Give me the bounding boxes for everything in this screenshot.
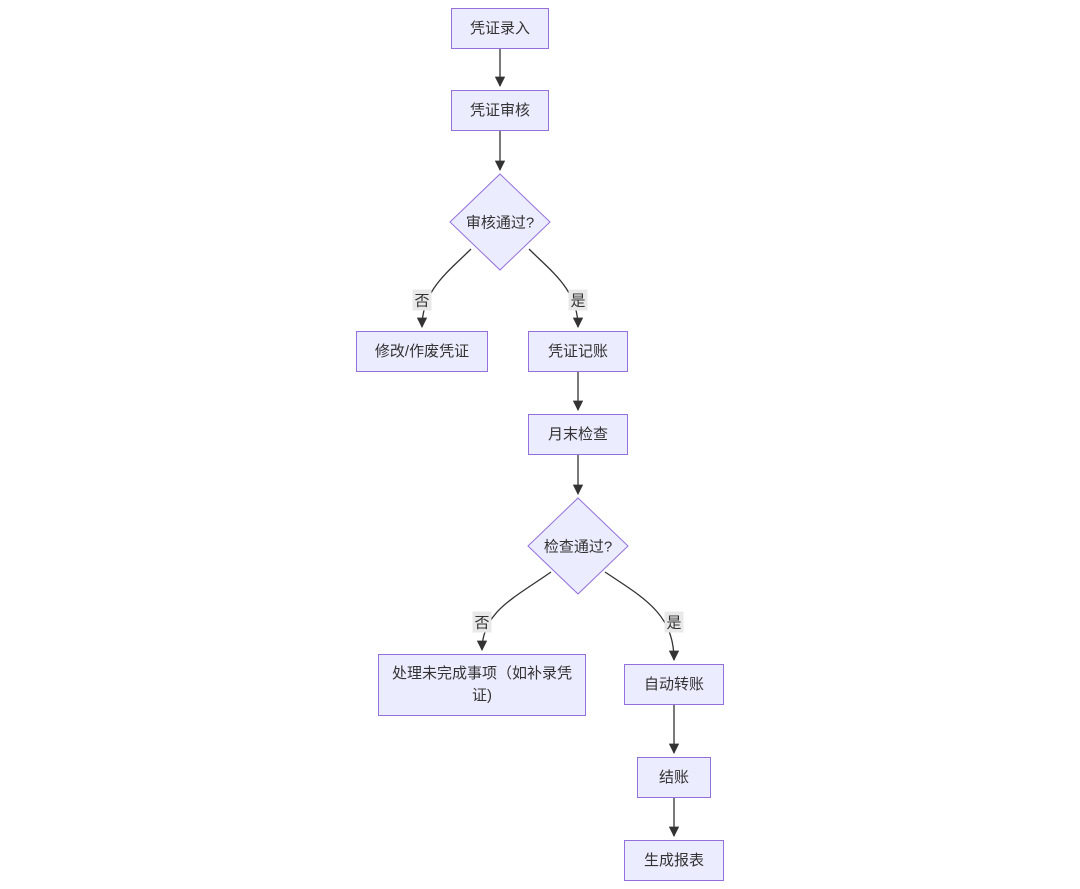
node-generate-report-label: 生成报表 xyxy=(643,851,704,869)
node-voucher-posting: 凭证记账 xyxy=(528,331,628,372)
node-handle-unfinished-label: 处理未完成事项（如补录凭证) xyxy=(391,665,572,704)
edge-decision2-no-to-handle xyxy=(476,571,552,652)
node-closing-label: 结账 xyxy=(658,768,689,786)
node-month-end-check-label: 月末检查 xyxy=(547,425,608,443)
edge-label-yes-2: 是 xyxy=(664,611,684,633)
node-review-decision-label: 审核通过? xyxy=(465,214,535,232)
edge-decision2-yes-to-autotransfer xyxy=(604,571,680,662)
node-modify-void-voucher: 修改/作废凭证 xyxy=(356,331,488,372)
node-voucher-review-label: 凭证审核 xyxy=(469,101,530,119)
node-voucher-review: 凭证审核 xyxy=(451,90,549,131)
node-auto-transfer: 自动转账 xyxy=(624,664,724,705)
edge-label-yes-1: 是 xyxy=(568,289,588,311)
node-closing: 结账 xyxy=(637,757,711,798)
edge-decision-yes-to-posting xyxy=(528,248,584,329)
node-generate-report: 生成报表 xyxy=(624,840,724,881)
node-voucher-entry: 凭证录入 xyxy=(451,8,549,49)
node-check-decision-label: 检查通过? xyxy=(543,538,613,556)
edge-label-no-1: 否 xyxy=(412,289,432,311)
node-auto-transfer-label: 自动转账 xyxy=(643,675,704,693)
edge-decision-no-to-modify xyxy=(416,248,472,329)
edge-label-no-2: 否 xyxy=(472,611,492,633)
node-voucher-posting-label: 凭证记账 xyxy=(547,342,608,360)
node-modify-void-voucher-label: 修改/作废凭证 xyxy=(374,342,470,360)
node-month-end-check: 月末检查 xyxy=(528,414,628,455)
decision-check-diamond xyxy=(527,497,629,595)
decision-review-diamond xyxy=(449,173,551,271)
node-voucher-entry-label: 凭证录入 xyxy=(469,19,530,37)
node-handle-unfinished: 处理未完成事项（如补录凭证) xyxy=(378,654,586,716)
